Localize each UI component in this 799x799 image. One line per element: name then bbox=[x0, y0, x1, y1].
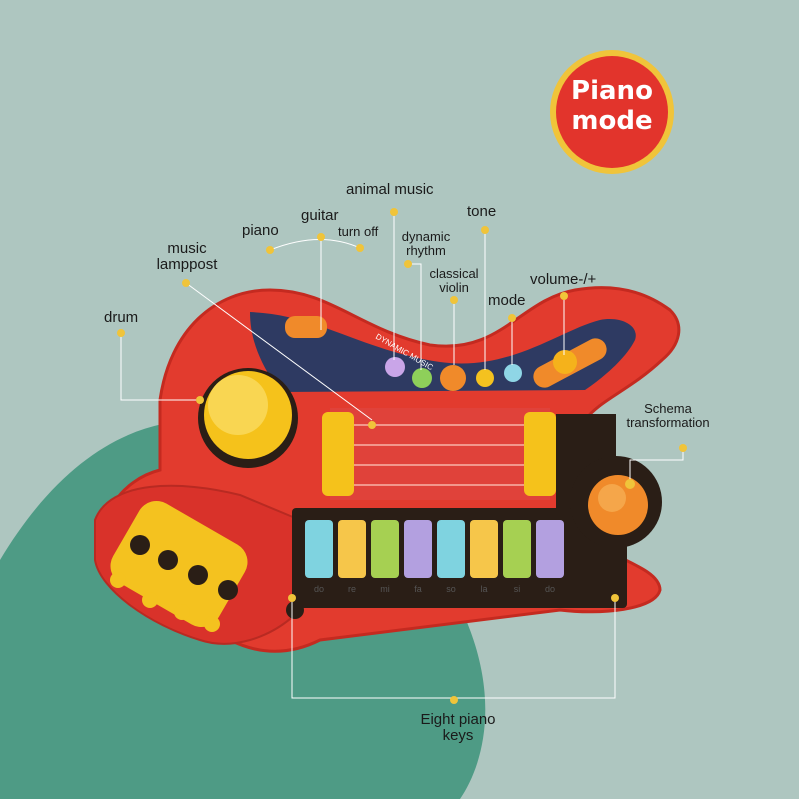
strings bbox=[350, 424, 540, 486]
label-tone: tone bbox=[467, 203, 497, 220]
label-classical-violin: classical violin bbox=[420, 267, 488, 294]
label-drum: drum bbox=[104, 309, 139, 326]
piano-key[interactable] bbox=[305, 520, 333, 578]
piano-key-note: si bbox=[514, 584, 521, 594]
piano-key[interactable] bbox=[536, 520, 564, 578]
label-guitar: guitar bbox=[301, 207, 339, 224]
label-eight-piano-keys-line-1: Eight piano bbox=[420, 711, 496, 728]
volume-knob bbox=[553, 350, 577, 374]
label-classical-violin-line-2: violin bbox=[439, 279, 469, 295]
tuning-knob bbox=[110, 572, 126, 588]
label-eight-piano-keys-line-2: keys bbox=[442, 726, 474, 744]
tuning-peg bbox=[218, 580, 238, 600]
drum-pad-highlight bbox=[208, 375, 268, 435]
tuning-knob bbox=[174, 604, 190, 620]
dynamic-rhythm-button bbox=[412, 368, 432, 388]
label-animal-music: animal music bbox=[346, 181, 434, 198]
tuning-knob bbox=[142, 592, 158, 608]
piano-key[interactable] bbox=[503, 520, 531, 578]
string-bridge-left bbox=[322, 412, 354, 496]
label-music-lamppost-line-2: lamppost bbox=[156, 255, 218, 273]
strings-area bbox=[330, 408, 550, 500]
badge-title: Piano mode bbox=[552, 78, 672, 134]
tuning-peg bbox=[188, 565, 208, 585]
piano-key-note: do bbox=[314, 584, 324, 594]
tuning-knob bbox=[204, 616, 220, 632]
label-mode: mode bbox=[488, 292, 526, 309]
label-classical-violin-line-1: classical bbox=[429, 266, 479, 281]
piano-key-note: do bbox=[545, 584, 555, 594]
guitar-toy: DYNAMIC MUSIC bbox=[94, 286, 681, 653]
mode-button bbox=[504, 364, 522, 382]
label-schema-transformation-line-2: transformation bbox=[626, 414, 710, 430]
piano-key-note: fa bbox=[414, 584, 422, 594]
callout-dots bbox=[117, 208, 687, 704]
label-piano: piano bbox=[242, 222, 279, 239]
label-schema-transformation: Schema transformation bbox=[612, 402, 724, 429]
label-volume: volume-/+ bbox=[530, 271, 597, 288]
label-dynamic-rhythm: dynamic rhythm bbox=[396, 230, 456, 257]
piano-key-note: mi bbox=[380, 584, 390, 594]
label-turn-off: turn off bbox=[338, 224, 379, 239]
badge-line-2: mode bbox=[571, 106, 653, 136]
piano-key[interactable] bbox=[338, 520, 366, 578]
label-music-lamppost: music lamppost bbox=[144, 241, 230, 273]
tuning-peg bbox=[158, 550, 178, 570]
tuning-peg bbox=[130, 535, 150, 555]
piano-key[interactable] bbox=[371, 520, 399, 578]
guitar-slide bbox=[285, 316, 327, 338]
badge-line-1: Piano bbox=[571, 76, 653, 106]
piano-keys: do re mi fa so la si do bbox=[305, 520, 564, 594]
string-bridge-right bbox=[524, 412, 556, 496]
piano-key-note: re bbox=[348, 584, 356, 594]
callout-lines bbox=[120, 212, 684, 699]
label-music-lamppost-line-1: music bbox=[167, 240, 207, 257]
label-dynamic-rhythm-line-1: dynamic bbox=[401, 229, 451, 244]
piano-key[interactable] bbox=[470, 520, 498, 578]
animal-music-button bbox=[385, 357, 405, 377]
classical-violin-button bbox=[440, 365, 466, 391]
piano-key[interactable] bbox=[437, 520, 465, 578]
label-schema-transformation-line-1: Schema bbox=[644, 401, 692, 416]
piano-key-note: so bbox=[446, 584, 456, 594]
tone-button bbox=[476, 369, 494, 387]
piano-key[interactable] bbox=[404, 520, 432, 578]
label-eight-piano-keys: Eight piano keys bbox=[398, 712, 518, 744]
label-dynamic-rhythm-line-2: rhythm bbox=[406, 242, 446, 258]
mode-badge bbox=[550, 50, 674, 174]
transform-knob-highlight bbox=[598, 484, 626, 512]
piano-key-note: la bbox=[480, 584, 487, 594]
small-knob bbox=[286, 601, 304, 619]
